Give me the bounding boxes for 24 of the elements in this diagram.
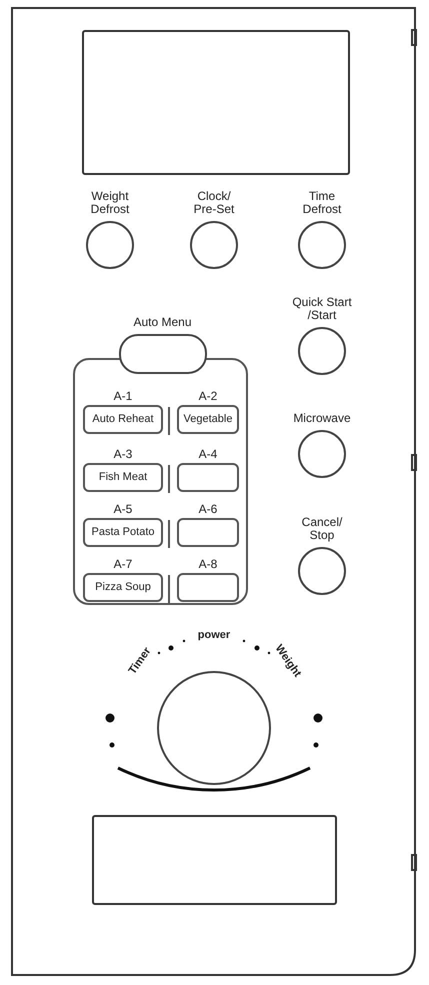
button-label: A-4 — [198, 448, 218, 461]
button-label: A-5 — [114, 503, 132, 516]
button-label: Clock/ Pre-Set — [192, 190, 236, 216]
dial-label: power — [198, 629, 230, 641]
menu-button: Pasta Potato — [83, 518, 163, 547]
display-window — [92, 815, 337, 905]
menu-button: Fish Meat — [83, 463, 163, 492]
button-label: A-8 — [198, 558, 218, 571]
button-label: A-1 — [114, 390, 132, 403]
display-window — [82, 30, 350, 175]
button-label: Time Defrost — [302, 190, 342, 216]
menu-button: Pizza Soup — [83, 573, 163, 602]
menu-button: Auto Reheat — [83, 405, 163, 434]
button-label: Cancel/ Stop — [300, 516, 344, 542]
button-label: A-7 — [114, 558, 132, 571]
button-label: Microwave — [293, 412, 351, 425]
button-label: A-6 — [198, 503, 218, 516]
menu-button: Vegetable — [177, 405, 239, 434]
button-label: Quick Start /Start — [291, 296, 353, 322]
menu-panel — [73, 358, 248, 605]
button-label: A-2 — [198, 390, 218, 403]
button-label: A-3 — [114, 448, 132, 461]
button-label: Weight Defrost — [90, 190, 130, 216]
button-label: Auto Menu — [133, 316, 192, 329]
